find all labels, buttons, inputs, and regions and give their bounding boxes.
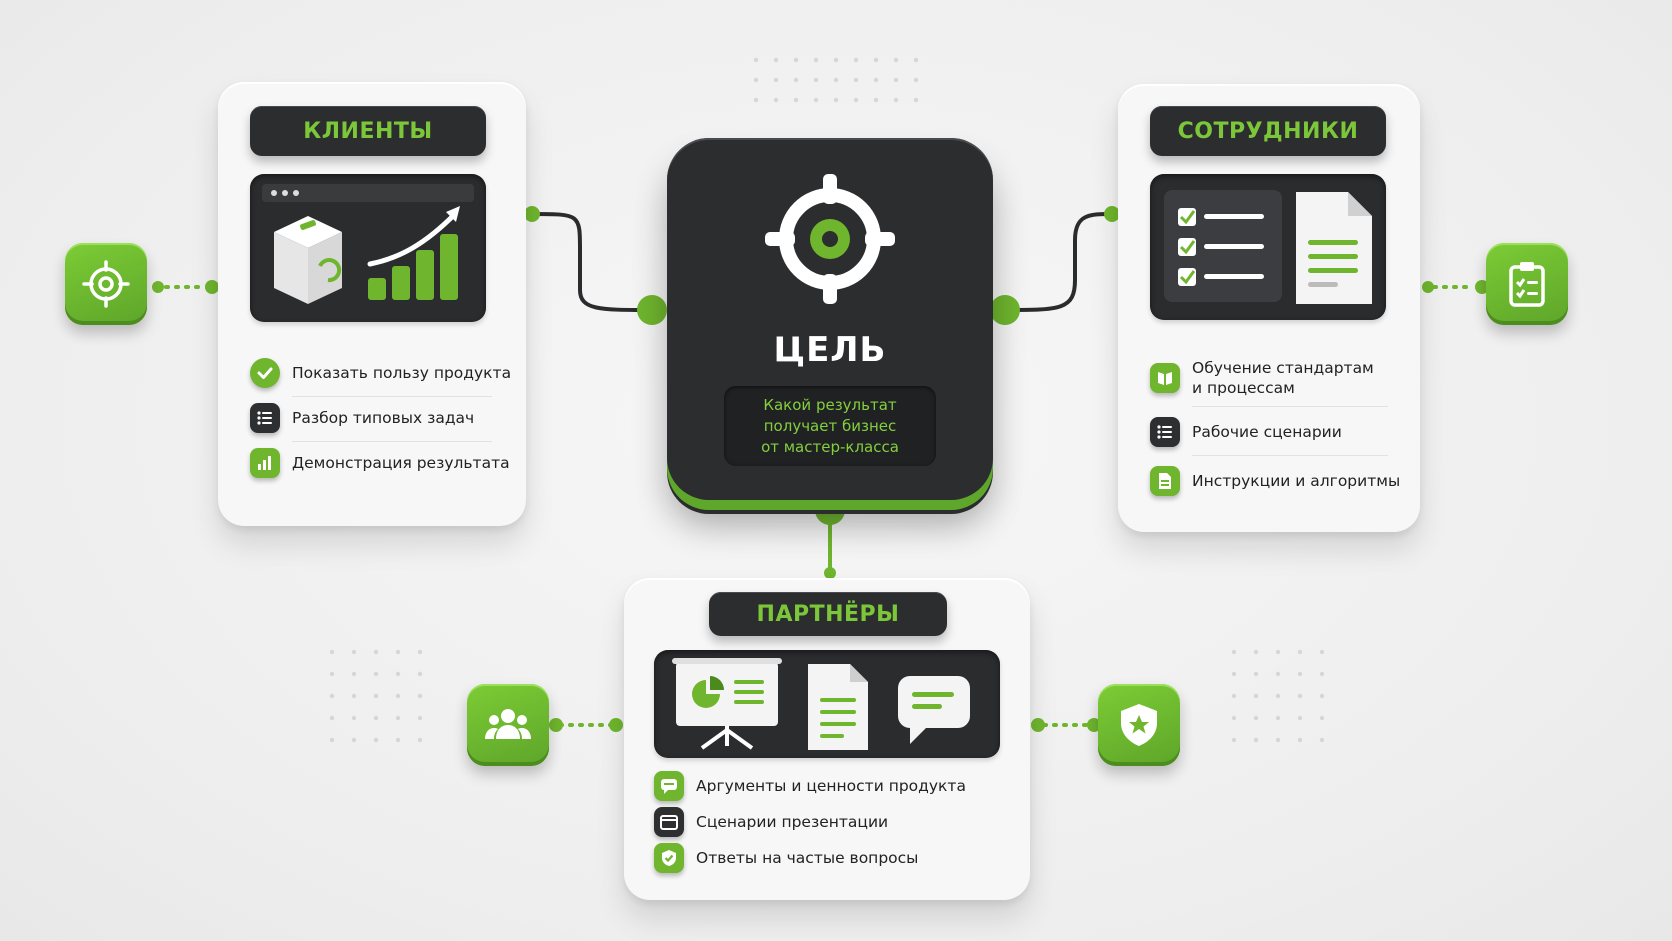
employees-item-1-label: Обучение стандартам и процессам [1192, 358, 1374, 398]
goal-subtitle-line-1: Какой результат [763, 395, 897, 414]
goal-title: ЦЕЛЬ [773, 330, 887, 370]
employees-item-1: Обучение стандартам и процессам [1150, 358, 1374, 398]
goal-subtitle-line-2: получает бизнес [763, 416, 897, 435]
partners-item-3-label: Ответы на частые вопросы [696, 849, 919, 867]
clients-item-1: Показать пользу продукта [250, 358, 511, 388]
partners-item-1-label: Аргументы и ценности продукта [696, 777, 966, 795]
partners-item-3: Ответы на частые вопросы [654, 843, 918, 873]
crosshair-icon [765, 174, 895, 304]
employees-item-3: Инструкции и алгоритмы [1150, 466, 1400, 496]
partners-right-tile [1098, 684, 1180, 766]
partners-item-1: Аргументы и ценности продукта [654, 771, 966, 801]
employees-item-2: Рабочие сценарии [1150, 417, 1342, 447]
users-icon [485, 709, 531, 739]
clients-item-2-label: Разбор типовых задач [292, 409, 475, 427]
list-icon [250, 403, 280, 433]
employees-item-1-line-2: и процессам [1192, 379, 1295, 397]
clients-item-3: Демонстрация результата [250, 448, 510, 478]
goal-subtitle-line-3: от мастер-класса [761, 437, 899, 456]
employees-side-tile [1486, 243, 1568, 325]
check-icon [250, 358, 280, 388]
clients-illustration-panel [250, 174, 486, 322]
checklist-illustration [1164, 190, 1372, 304]
clients-side-tile [65, 243, 147, 325]
clipboard-icon [1509, 262, 1545, 307]
partners-item-2-label: Сценарии презентации [696, 813, 889, 831]
book-icon [1150, 363, 1180, 393]
goal-subtitle: Какой результат получает бизнес от масте… [724, 386, 936, 466]
employees-title: СОТРУДНИКИ [1150, 106, 1386, 156]
employees-item-3-label: Инструкции и алгоритмы [1192, 472, 1401, 490]
partners-illustration-panel [654, 650, 1000, 758]
growth-chart-illustration [262, 184, 474, 304]
goal-card: ЦЕЛЬ Какой результат получает бизнес от … [667, 138, 993, 500]
decor-dot-grid-top [753, 57, 919, 103]
decor-dot-grid-left [329, 649, 423, 743]
document-icon [1150, 466, 1180, 496]
shield-check-icon [654, 843, 684, 873]
employees-illustration-panel [1150, 174, 1386, 320]
shield-star-icon [1121, 704, 1157, 746]
chat-icon [654, 771, 684, 801]
partners-left-tile [467, 684, 549, 766]
employees-item-2-label: Рабочие сценарии [1192, 423, 1342, 441]
list-icon [1150, 417, 1180, 447]
presentation-illustration [672, 658, 970, 750]
folder-icon [654, 807, 684, 837]
clients-title: КЛИЕНТЫ [250, 106, 486, 156]
decor-dot-grid-right [1231, 649, 1325, 743]
partners-item-2: Сценарии презентации [654, 807, 888, 837]
clients-item-3-label: Демонстрация результата [292, 454, 510, 472]
clients-item-1-label: Показать пользу продукта [292, 364, 512, 382]
bar-chart-icon [250, 448, 280, 478]
target-icon [82, 260, 130, 308]
partners-title: ПАРТНЁРЫ [709, 592, 947, 636]
employees-item-1-line-1: Обучение стандартам [1192, 359, 1374, 377]
clients-item-2: Разбор типовых задач [250, 403, 474, 433]
